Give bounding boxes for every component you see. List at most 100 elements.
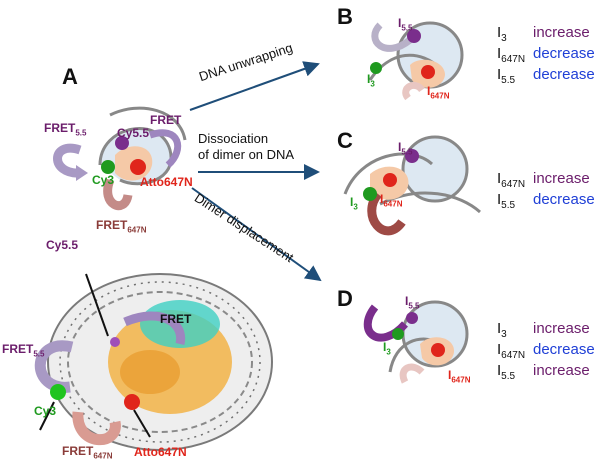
structure-atto-dye [124, 394, 140, 410]
label-fret-structure: FRET [160, 312, 192, 326]
legend-row: I3 increase [497, 320, 597, 341]
panel-label-c: C [337, 128, 353, 153]
label-fret-top: FRET [150, 113, 182, 127]
c-i55-sub: 5.5 [401, 147, 413, 157]
fret647-sub-structure: 647N [93, 451, 113, 461]
legend-intensity-sub: 5.5 [501, 371, 516, 382]
legend-intensity-sub: 5.5 [501, 200, 516, 211]
legend-intensity: I647N [497, 45, 526, 65]
fret647-base-structure: FRET [62, 444, 94, 458]
label-cy55-top: Cy5.5 [117, 126, 150, 140]
label-fret55-top: FRET5.5 [44, 121, 86, 137]
legend-intensity: I647N [497, 341, 526, 361]
atto-dye [130, 159, 146, 175]
fret647-sub: 647N [127, 225, 147, 235]
legend-row: I647N decrease [497, 45, 597, 66]
d-i647-sub: 647N [451, 375, 471, 385]
displace-arrow [191, 187, 322, 282]
structure-cy55-dye [110, 337, 120, 347]
legend-intensity: I3 [497, 24, 507, 44]
c-i647-sub: 647N [383, 199, 403, 209]
panel-label-b: B [337, 4, 353, 29]
label-cy3-top: Cy3 [92, 173, 115, 187]
legend-row: I3 increase [497, 24, 597, 45]
panel-c-schematic [343, 135, 482, 236]
legend-row: I647N increase [497, 170, 597, 191]
d-i55-base: I [405, 294, 409, 308]
c-i55-base: I [398, 140, 402, 154]
legend-effect: increase [533, 170, 590, 187]
cy3-dye [101, 160, 115, 174]
legend-effect: decrease [533, 66, 595, 83]
c-i55-label: I5.5 [398, 140, 412, 156]
unwrap-arrow [189, 61, 320, 111]
legend-intensity-sub: 3 [501, 33, 507, 44]
d-i647-base: I [448, 368, 452, 382]
b-i647-sub: 647N [430, 91, 450, 101]
label-fret55-structure: FRET5.5 [2, 342, 44, 358]
b-i647-label: I647N [427, 84, 449, 100]
fret55-sub: 5.5 [75, 128, 87, 138]
legend-effect: increase [533, 24, 590, 41]
d-i647-label: I647N [448, 368, 470, 384]
legend-intensity: I5.5 [497, 191, 516, 211]
fret647-base: FRET [96, 218, 128, 232]
legend-intensity-sub: 647N [501, 350, 526, 361]
nucleosome-structure [34, 273, 273, 451]
panel-b-schematic [368, 21, 464, 101]
panel-label-d: D [337, 286, 353, 311]
label-fret647-top: FRET647N [96, 218, 146, 234]
fret55-base-structure: FRET [2, 342, 34, 356]
c-i3-base: I [350, 195, 354, 209]
label-cy3-structure: Cy3 [34, 404, 57, 418]
panel-a-schematic [53, 106, 187, 211]
legend-effect: increase [533, 320, 590, 337]
b-i55-label: I5.5 [398, 16, 412, 32]
pathway-dissoc-label-2: of dimer on DNA [198, 147, 295, 162]
legend-intensity-sub: 5.5 [501, 75, 516, 86]
legend-intensity: I3 [497, 320, 507, 340]
d-i55-label: I5.5 [405, 294, 419, 310]
d-i55-sub: 5.5 [408, 301, 420, 311]
legend-intensity-sub: 647N [501, 54, 526, 65]
legend-row: I647N decrease [497, 341, 597, 362]
fret55-sub-structure: 5.5 [33, 349, 45, 359]
legend-intensity: I647N [497, 170, 526, 190]
b-i55-base: I [398, 16, 402, 30]
legend-intensity-sub: 647N [501, 179, 526, 190]
legend-effect: decrease [533, 341, 595, 358]
b-i3-base: I [367, 72, 371, 86]
c-i647-base: I [380, 192, 384, 206]
legend-effect: decrease [533, 45, 595, 62]
label-cy55-structure: Cy5.5 [46, 238, 79, 252]
b-i55-sub: 5.5 [401, 23, 413, 33]
legend-intensity-sub: 3 [501, 329, 507, 340]
label-atto-structure: Atto647N [134, 445, 187, 459]
legend-effect: increase [533, 362, 590, 379]
panel-label-a: A [62, 64, 78, 89]
b-i3-sub: 3 [370, 79, 375, 89]
c-i3-sub: 3 [353, 202, 358, 212]
d-i3-sub: 3 [386, 347, 391, 357]
cy55-dye [115, 136, 129, 150]
legend-intensity: I5.5 [497, 66, 516, 86]
b-i3-label: I3 [367, 72, 375, 88]
legend-intensity: I5.5 [497, 362, 516, 382]
panel-d-schematic [363, 300, 469, 384]
b-i647-base: I [427, 84, 431, 98]
legend-row: I5.5 decrease [497, 66, 597, 87]
c-i3-label: I3 [350, 195, 358, 211]
legend-row: I5.5 increase [497, 362, 597, 383]
structure-cy3-dye [50, 384, 66, 400]
legend-effect: decrease [533, 191, 595, 208]
d-i3-base: I [383, 340, 387, 354]
label-fret647-structure: FRET647N [62, 444, 112, 460]
label-atto-top: Atto647N [140, 175, 193, 189]
legend-row: I5.5 decrease [497, 191, 597, 212]
fret55-base: FRET [44, 121, 76, 135]
pathway-dissoc-label-1: Dissociation [198, 131, 269, 146]
